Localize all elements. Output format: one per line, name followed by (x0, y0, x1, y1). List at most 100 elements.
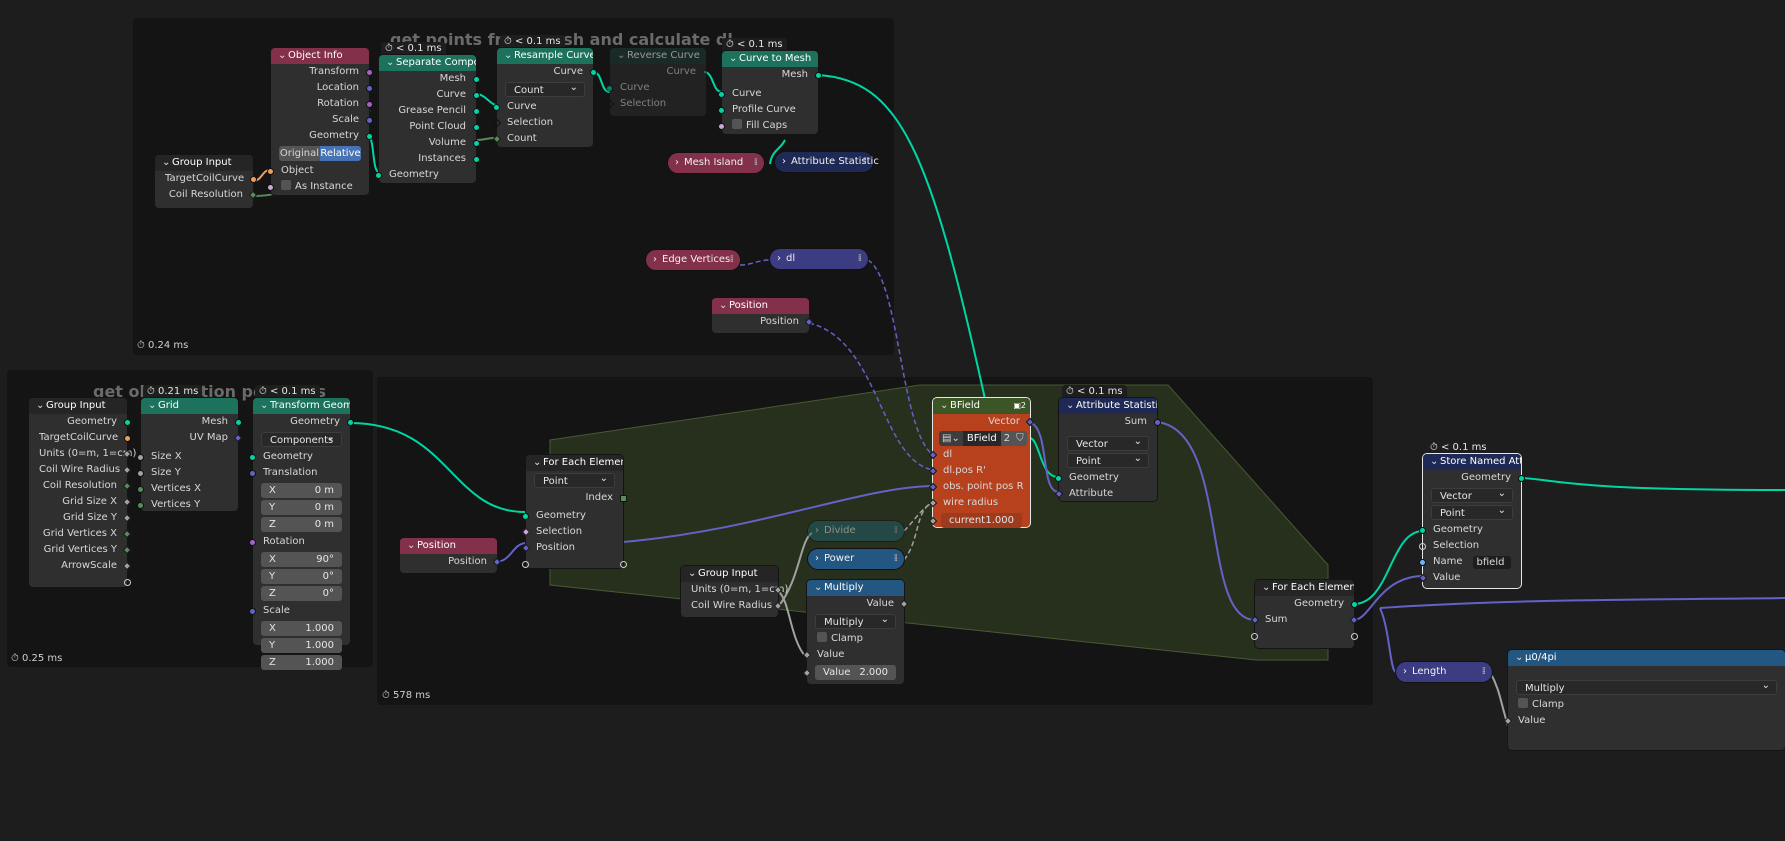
mu0-over-4pi-node[interactable]: ⌄μ0/4pi Multiply Clamp Value (1503, 650, 1785, 750)
data-type-dropdown[interactable]: Vector (1067, 434, 1149, 451)
socket-extend-out[interactable] (620, 561, 627, 568)
input-as-instance[interactable]: As Instance (267, 179, 369, 195)
socket-curve-out[interactable] (590, 69, 597, 76)
mu0-header[interactable]: ⌄μ0/4pi (1508, 650, 1785, 666)
group-user-count[interactable]: 2 (1000, 431, 1014, 446)
socket-curve[interactable] (473, 92, 480, 99)
for-each-element-output-node[interactable]: ⌄For Each Element Geometry Sum (1250, 580, 1359, 648)
socket-scale[interactable] (366, 117, 373, 124)
for-each-domain-dropdown[interactable]: Point (534, 471, 615, 488)
mu0-operation-dropdown[interactable]: Multiply (1516, 678, 1777, 695)
socket-size-y[interactable] (137, 470, 144, 477)
transform-geometry-header[interactable]: ⌄Transform Geometry (253, 398, 350, 414)
group-input-top-header[interactable]: ⌄Group Input (155, 155, 253, 171)
socket-target-coil-curve[interactable] (124, 435, 131, 442)
toggle-relative[interactable]: Relative (320, 146, 361, 161)
fake-user-shield-icon[interactable]: ⛉ (1013, 431, 1027, 446)
for-each-input-header[interactable]: ⌄For Each Element (526, 455, 623, 471)
socket-name[interactable] (1419, 559, 1426, 566)
chevron-down-icon[interactable]: ⌄ (533, 457, 542, 468)
socket-rotation[interactable] (249, 539, 256, 546)
socket-geometry[interactable] (366, 133, 373, 140)
multiply-operation-dropdown[interactable]: Multiply (815, 612, 896, 629)
socket-extend-in[interactable] (522, 561, 529, 568)
chevron-down-icon[interactable]: ⌄ (36, 400, 45, 411)
chevron-down-icon[interactable]: ⌄ (688, 568, 697, 579)
object-info-header[interactable]: ⌄Object Info (271, 48, 369, 64)
socket-geometry[interactable] (124, 419, 131, 426)
socket-target-coil-curve[interactable] (250, 176, 257, 183)
reverse-curve-node[interactable]: ⌄Reverse Curve Curve Curve Selection (605, 48, 706, 116)
chevron-down-icon[interactable]: ⌄ (260, 400, 269, 411)
store-named-header[interactable]: ⌄Store Named Attribute (1423, 454, 1521, 470)
socket-curve[interactable] (606, 85, 613, 92)
bfield-group-node[interactable]: ⌄BField▣2 Vector ▤⌄ BField 2 ⛉ dl dl.pos… (928, 398, 1035, 528)
length-node[interactable]: ›Length⁞⁞ (1396, 662, 1492, 682)
group-input-left-header[interactable]: ⌄Group Input (29, 398, 127, 414)
socket-instances[interactable] (473, 156, 480, 163)
chevron-down-icon[interactable]: ⌄ (617, 50, 626, 61)
socket-selection[interactable] (1419, 543, 1426, 550)
socket-grease-pencil[interactable] (473, 108, 480, 115)
chevron-down-icon[interactable]: ⌄ (162, 157, 171, 168)
domain-dropdown[interactable]: Point (1431, 503, 1513, 520)
chevron-down-icon[interactable]: ⌄ (148, 400, 157, 411)
bfield-header[interactable]: ⌄BField▣2 (933, 398, 1030, 414)
toggle-original[interactable]: Original (279, 146, 320, 161)
input-fill-caps[interactable]: Fill Caps (718, 118, 818, 134)
separate-components-header[interactable]: ⌄Separate Components (379, 55, 476, 71)
socket-value[interactable] (1503, 716, 1513, 726)
resample-curve-header[interactable]: ⌄Resample Curve (497, 48, 593, 64)
socket-index[interactable] (620, 495, 627, 502)
group-input-top-node[interactable]: ⌄Group Input TargetCoilCurve Coil Resolu… (155, 155, 258, 208)
attribute-statistic-header[interactable]: ⌄Attribute Statistic (1059, 398, 1157, 414)
checkbox[interactable] (817, 632, 827, 642)
store-named-attribute-node[interactable]: ⌄Store Named Attribute Geometry Vector P… (1418, 454, 1525, 588)
socket-geometry-in[interactable] (1419, 527, 1426, 534)
socket-point-cloud[interactable] (473, 124, 480, 131)
chevron-right-icon[interactable]: › (675, 157, 679, 168)
socket-geometry-out[interactable] (1518, 475, 1525, 482)
chevron-right-icon[interactable]: › (1403, 666, 1407, 677)
socket-geometry[interactable] (1055, 475, 1062, 482)
for-each-element-input-node[interactable]: ⌄For Each Element Point Index Geometry S… (521, 455, 627, 568)
chevron-right-icon[interactable]: › (815, 553, 819, 564)
chevron-down-icon[interactable]: ⌄ (1515, 652, 1524, 663)
resample-mode-dropdown[interactable]: Count (505, 80, 585, 97)
socket-geometry[interactable] (1351, 601, 1358, 608)
chevron-down-icon[interactable]: ⌄ (386, 57, 395, 68)
socket-geometry[interactable] (522, 513, 529, 520)
socket-curve[interactable] (718, 91, 725, 98)
group-name-field[interactable]: BField (962, 431, 1001, 446)
separate-components-node[interactable]: ⌄Separate Components Mesh Curve Grease P… (375, 55, 480, 183)
attribute-statistic-collapsed-node[interactable]: ›Attribute Statistic⁞⁞ (775, 152, 879, 172)
chevron-down-icon[interactable]: ⌄ (1066, 400, 1075, 411)
edge-vertices-node[interactable]: ›Edge Vertices⁞⁞ (646, 250, 740, 270)
socket-geometry-in[interactable] (249, 454, 256, 461)
chevron-down-icon[interactable]: ⌄ (1430, 456, 1439, 467)
socket-geometry-out[interactable] (347, 419, 354, 426)
clamp-checkbox-row[interactable]: Clamp (1508, 697, 1785, 713)
chevron-right-icon[interactable]: › (815, 525, 819, 536)
position-main-header[interactable]: ⌄Position (400, 538, 497, 554)
resample-curve-node[interactable]: ⌄Resample Curve Curve Count Curve Select… (492, 48, 597, 147)
chevron-right-icon[interactable]: › (782, 156, 786, 167)
chevron-down-icon[interactable]: ⌄ (940, 400, 949, 411)
group-input-left-node[interactable]: ⌄Group Input Geometry TargetCoilCurve Un… (29, 398, 136, 587)
chevron-down-icon[interactable]: ⌄ (504, 50, 513, 61)
socket-vertices-x[interactable] (137, 486, 144, 493)
checkbox[interactable] (1518, 698, 1528, 708)
chevron-right-icon[interactable]: › (777, 253, 781, 264)
transform-geometry-node[interactable]: ⌄Transform Geometry Geometry Components … (249, 398, 354, 670)
object-info-node[interactable]: ⌄Object Info Transform Location Rotation… (267, 48, 373, 195)
mesh-island-node[interactable]: ›Mesh Island⁞⁞ (668, 153, 764, 173)
attribute-name-input[interactable]: bfield (1472, 555, 1511, 569)
